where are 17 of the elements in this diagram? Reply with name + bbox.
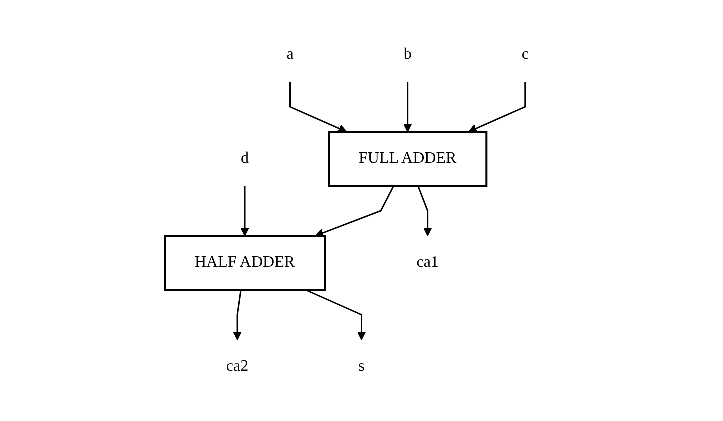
- node-text: ca1: [416, 254, 438, 270]
- arrow: [232, 289, 242, 340]
- arrow: [417, 185, 432, 236]
- node-box: HALF ADDER: [164, 234, 326, 290]
- arrow: [304, 288, 366, 340]
- node-text: d: [240, 150, 249, 166]
- arrow: [402, 82, 412, 132]
- node-text: c: [521, 46, 528, 62]
- node-box: FULL ADDER: [328, 130, 488, 186]
- node-text: b: [403, 46, 412, 62]
- arrow: [468, 82, 526, 132]
- arrow: [289, 82, 347, 132]
- arrow: [314, 185, 394, 237]
- node-text: ca2: [226, 358, 248, 374]
- node-text: a: [286, 46, 294, 62]
- node-text: s: [358, 358, 364, 374]
- arrow: [240, 186, 249, 236]
